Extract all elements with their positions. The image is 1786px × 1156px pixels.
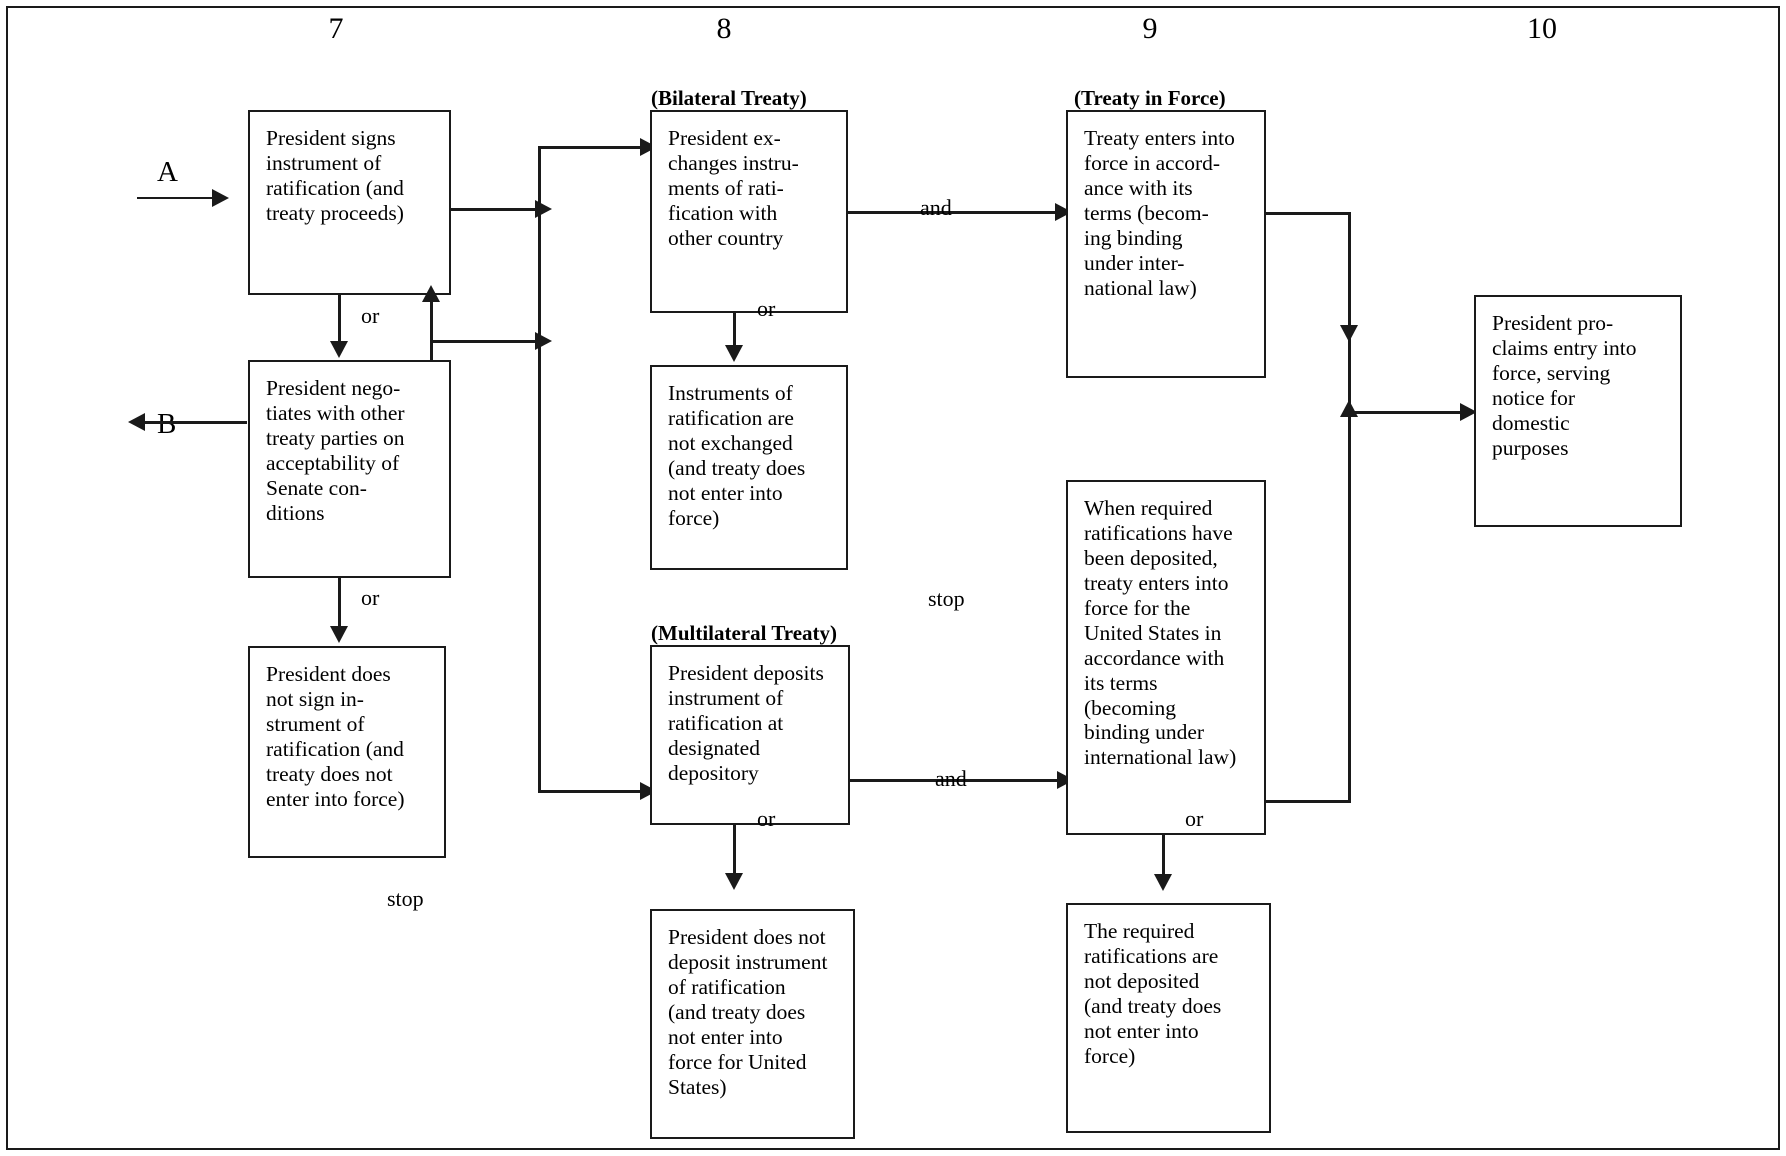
edge-deposits-to-us-force <box>850 779 1065 782</box>
entry-label-a: A <box>157 156 178 188</box>
edge-signs-to-negotiates <box>338 295 341 343</box>
label-or-negotiates-not-sign: or <box>361 585 380 610</box>
label-or-us-force: or <box>1185 806 1204 831</box>
edge-exchanges-to-in-force <box>848 211 1063 214</box>
arrowhead-a-to-signs <box>212 189 229 207</box>
edge-junction-to-proclaims <box>1348 411 1466 414</box>
edge-signs-to-bus <box>451 208 541 211</box>
frame-top-rule <box>6 6 1780 8</box>
edge-us-force-to-not-deposited <box>1162 835 1165 877</box>
arrowhead-junction-down <box>1340 325 1358 342</box>
box-president-proclaims: President pro- claims entry into force, … <box>1474 295 1682 527</box>
label-or-deposits: or <box>757 806 776 831</box>
label-and-multilateral: and <box>935 766 967 791</box>
box-treaty-enters-force: Treaty enters into force in accord- ance… <box>1066 110 1266 378</box>
edge-us-force-to-junction <box>1266 800 1351 803</box>
edge-bus-to-bilateral <box>538 146 648 149</box>
arrowhead-us-force-to-not-deposited <box>1154 874 1172 891</box>
arrowhead-deposits-to-not-deposit <box>725 873 743 890</box>
bus-vertical-col8 <box>538 146 541 792</box>
box-instruments-not-exchanged: Instruments of ratification are not exch… <box>650 365 848 570</box>
arrowhead-negotiates-back-to-signs <box>422 285 440 302</box>
junction-vertical <box>1348 212 1351 800</box>
arrowhead-negotiates-to-b <box>128 413 145 431</box>
box-president-does-not-sign: President does not sign in- strument of … <box>248 646 446 858</box>
arrowhead-junction-up <box>1340 400 1358 417</box>
edge-deposits-to-not-deposit <box>733 825 736 875</box>
box-president-exchanges: President ex- changes instru- ments of r… <box>650 110 848 313</box>
label-and-bilateral: and <box>920 195 952 220</box>
box-president-does-not-deposit: President does not deposit instrument of… <box>650 909 855 1139</box>
frame-left-rule <box>6 6 8 1150</box>
edge-exchanges-to-not-exchanged <box>733 313 736 348</box>
frame-bottom-rule <box>6 1148 1780 1150</box>
exit-label-b: B <box>157 408 177 440</box>
label-stop-middle: stop <box>928 586 965 611</box>
caption-treaty-in-force: (Treaty in Force) <box>1074 86 1226 110</box>
caption-bilateral-treaty: (Bilateral Treaty) <box>651 86 807 110</box>
box-when-required-ratifications: When required ratifications have been de… <box>1066 480 1266 835</box>
arrowhead-junction-to-proclaims <box>1460 403 1477 421</box>
column-number-8: 8 <box>716 12 732 45</box>
arrowhead-signs-to-negotiates <box>330 341 348 358</box>
edge-in-force-to-junction <box>1266 212 1351 215</box>
edge-negotiates-back-to-signs <box>430 300 433 360</box>
box-president-deposits: President deposits instrument of ratific… <box>650 645 850 825</box>
edge-negotiates-to-b <box>142 421 247 424</box>
box-required-not-deposited: The required ratifications are not depos… <box>1066 903 1271 1133</box>
caption-multilateral-treaty: (Multilateral Treaty) <box>651 621 838 645</box>
arrowhead-exchanges-to-not-exchanged <box>725 345 743 362</box>
arrowhead-negotiates-to-not-sign <box>330 626 348 643</box>
label-or-exchanges: or <box>757 296 776 321</box>
column-number-7: 7 <box>328 12 344 45</box>
label-or-signs-negotiates: or <box>361 303 380 328</box>
box-president-signs: President signs instrument of ratificati… <box>248 110 451 295</box>
column-number-10: 10 <box>1527 12 1557 45</box>
label-stop-left: stop <box>387 886 424 911</box>
column-number-9: 9 <box>1142 12 1158 45</box>
edge-bus-to-multilateral <box>538 790 648 793</box>
frame-right-rule <box>1778 6 1780 1150</box>
edge-a-to-signs <box>137 197 215 199</box>
edge-negotiates-to-not-sign <box>338 578 341 628</box>
edge-negotiates-to-bus <box>430 340 541 343</box>
box-president-negotiates: President nego- tiates with other treaty… <box>248 360 451 578</box>
